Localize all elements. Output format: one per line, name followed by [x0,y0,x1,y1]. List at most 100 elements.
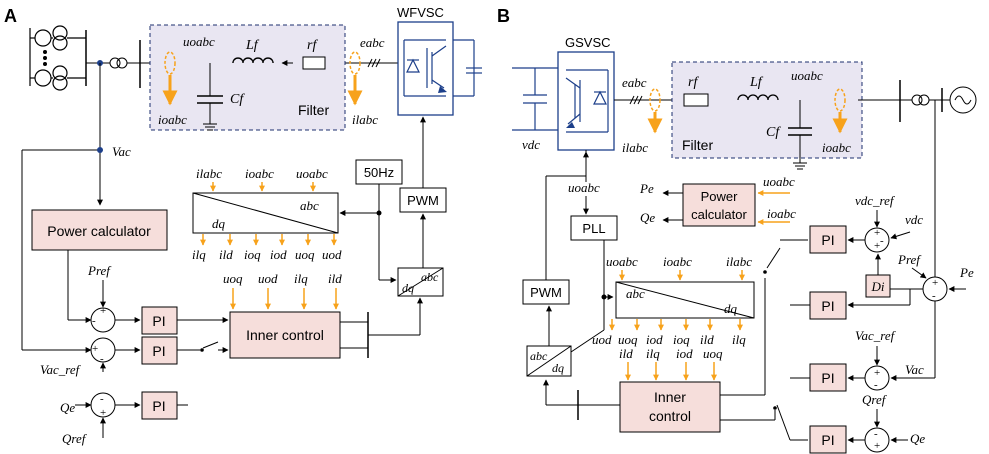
di-label: Di [871,279,885,294]
inner-in-a0: uoq [223,271,243,286]
sign-b1: + [874,227,880,239]
label-vdcref-b: vdc_ref [855,193,896,208]
tf-dq-b: dq [724,301,738,316]
resistor-rf-b [683,93,709,107]
label-qe-a: Qe [60,400,75,415]
label-qref-a: Qref [62,431,88,446]
sign-b8: - [874,428,878,440]
panel-b-letter: B [497,6,510,26]
label-ilabc-a: ilabc [352,112,378,127]
label-cf-a: Cf [230,92,245,107]
inner-in-a3: ild [328,271,342,286]
tf-in-a1: ioabc [245,166,274,181]
tf-abc-b: abc [626,286,645,301]
sign-a5: - [100,393,104,405]
label-ilabc-b: ilabc [622,140,648,155]
pc-out-b1: Qe [640,210,655,225]
pll-label: PLL [582,221,605,236]
tf-out-b5: uoq [703,346,723,361]
inner-control-line2-b: control [649,408,691,424]
label-pe-b: Pe [959,265,974,280]
sign-a3: + [92,343,98,355]
inner-inputs-b [625,362,717,381]
label-ioabc-b: ioabc [822,140,851,155]
pi-block-a3 [141,391,178,420]
pc-in-b1: ioabc [767,206,796,221]
tf-out-b6: ilq [732,332,746,347]
tf-out-a0: ilq [192,247,206,262]
inner-control-b [619,381,721,433]
pi-block-a1 [141,306,178,335]
label-lf-a: Lf [245,38,260,53]
pwm-label-a: PWM [407,193,439,208]
tf-out-bb2: iod [676,346,693,361]
tf-out-a1: ild [219,247,233,262]
tf-in-a0: ilabc [196,166,222,181]
tf-out-b2: iod [646,332,663,347]
pll-input-label: uoabc [568,180,600,195]
label-vdc-b: vdc [522,137,540,152]
label-rf-a: rf [307,38,318,53]
inv-dq-a: dq [402,281,414,295]
mode-switch-b1 [766,247,781,269]
label-ioabc-a: ioabc [158,112,187,127]
gsvsc-box [557,51,615,151]
tf-outputs-b: uod uoq iod ioq ild uoq ilq ild ilq iod … [592,319,746,361]
tf-out-b1: uoq [618,332,638,347]
mode-switch-a [202,341,219,349]
pc-out-b0: Pe [639,181,654,196]
label-qref-b: Qref [862,392,888,407]
label-vdc2-b: vdc [905,212,923,227]
panel-b: B vdc GSVSC eabc ilabc Filter rf Lf [497,6,977,454]
tf-outputs-a: ilq ild ioq iod uoq uod [192,234,342,262]
pi-label-b1: PI [821,232,834,248]
mode-switch-b2 [776,404,791,441]
filter-box-b [671,61,863,159]
label-vac-b: Vac [905,362,924,377]
panel-a-letter: A [4,6,17,26]
pwm-block-a [399,187,447,213]
pc-in-b0: uoabc [763,174,795,189]
inner-inputs-a: uoq uod ilq ild [223,271,342,310]
tf-in-b1: ioabc [663,254,692,269]
freq-block-a [355,159,403,185]
inv-abc-b: abc [530,349,548,363]
sign-a6: + [100,407,106,419]
label-lf-b: Lf [749,75,764,90]
sign-b7: - [874,379,878,391]
sign-b3: - [880,235,884,247]
sign-b2: + [874,240,880,252]
label-cf-b: Cf [766,125,781,140]
power-calc-line1-b: Power [701,189,739,204]
power-calc-line2-b: calculator [691,207,747,222]
wfvsc-switch [403,39,447,97]
tf-in-a2: uoabc [296,166,328,181]
sign-a4: - [100,353,104,365]
tf-out-a2: ioq [244,247,261,262]
pi-block-b4 [809,425,847,454]
inner-in-a2: ilq [294,271,308,286]
panel-a: A Filter Lf rf uoabc [4,5,482,446]
inner-control-a [229,311,341,359]
tf-out-a4: uoq [295,247,315,262]
tf-out-b4: ild [700,332,714,347]
tf-inputs-b: uoabc ioabc ilabc [606,254,752,281]
sign-a1: + [100,305,106,317]
label-uoabc-b: uoabc [791,68,823,83]
pi-label-a3: PI [152,398,165,414]
sign-a2: - [92,315,96,327]
label-pref-a: Pref [87,263,112,278]
label-pref-b: Pref [897,252,922,267]
tf-abc-a: abc [300,198,319,213]
label-uoabc-a: uoabc [183,34,215,49]
tf-out-a5: uod [322,247,342,262]
tf-in-b2: ilabc [726,254,752,269]
label-vacref-a: Vac_ref [40,362,82,377]
pi-label-a1: PI [152,313,165,329]
resistor-rf-a [302,56,326,70]
pi-block-b1 [809,225,847,254]
pi-label-b3: PI [821,370,834,386]
pi-label-a2: PI [152,343,165,359]
power-calc-label-a: Power calculator [47,223,151,239]
